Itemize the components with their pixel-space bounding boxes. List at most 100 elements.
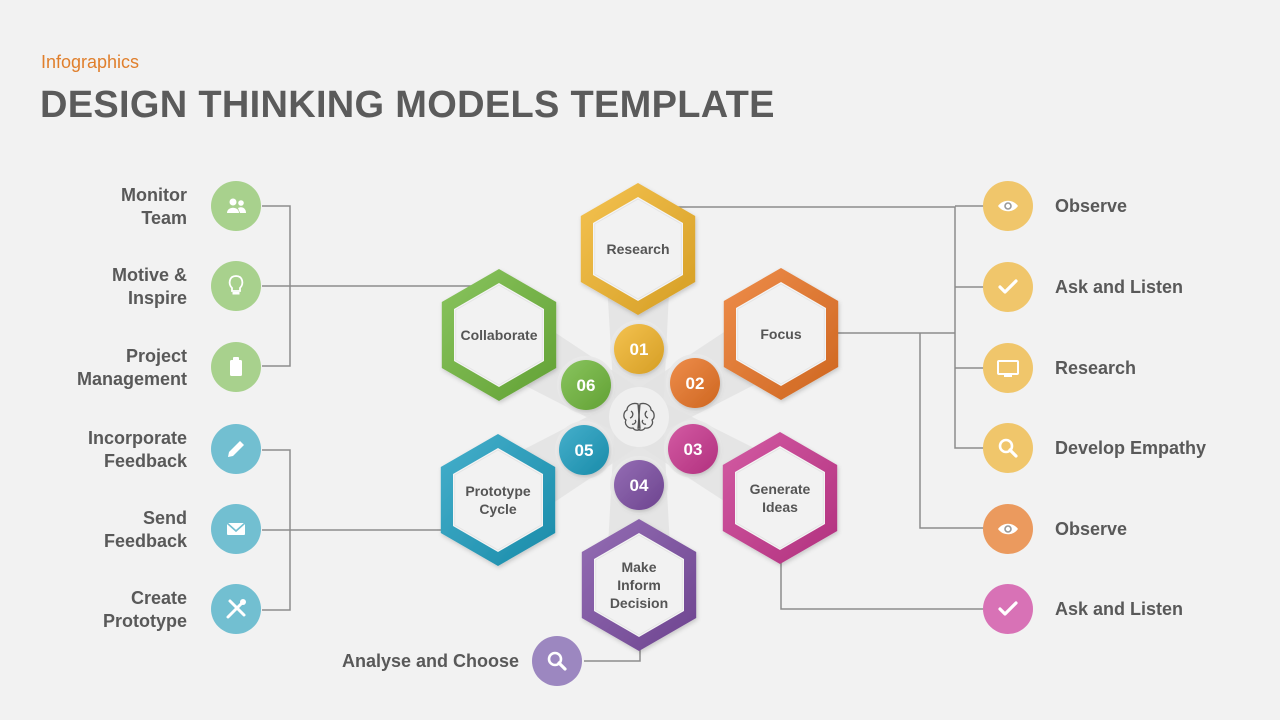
eye-icon: [998, 523, 1018, 535]
stage-label-line: Generate: [750, 481, 811, 497]
stage-number-badge-generate: 03: [664, 420, 722, 478]
left-item-label-line: Project: [126, 346, 187, 366]
connector-line: [780, 560, 985, 610]
left-item: Motive & Inspire: [112, 261, 261, 311]
right-item-label: Observe: [1055, 196, 1127, 216]
stage-number: 01: [630, 340, 649, 359]
left-item-label-line: Feedback: [104, 451, 188, 471]
search-icon: [998, 438, 1018, 458]
lightbulb-icon: [228, 275, 244, 295]
left-item-label-line: Feedback: [104, 531, 188, 551]
stage-number: 03: [684, 440, 703, 459]
stage-label-research: Research: [606, 241, 669, 257]
kicker-label: Infographics: [41, 52, 140, 72]
search-icon: [547, 651, 567, 671]
connector-line: [919, 333, 985, 529]
right-item: Ask and Listen: [983, 262, 1183, 312]
left-item-circle: [211, 261, 261, 311]
stage-number-badge-decide: 04: [610, 456, 668, 514]
stage-number-badge-prototype: 05: [555, 421, 613, 479]
check-icon: [998, 601, 1018, 616]
connector-line: [584, 645, 641, 662]
left-item-label-line: Incorporate: [88, 428, 187, 448]
left-item-label-line: Create: [131, 588, 187, 608]
stage-hexagon-focus: Focus: [723, 268, 839, 400]
right-item: Observe: [983, 181, 1127, 231]
left-item-label-line: Prototype: [103, 611, 187, 631]
stage-label-focus: Focus: [760, 326, 801, 342]
stage-label-line: Decision: [610, 595, 668, 611]
right-item-circle: [983, 423, 1033, 473]
check-icon: [998, 279, 1018, 294]
right-item: Research: [983, 343, 1136, 393]
left-item-circle: [211, 181, 261, 231]
bottom-item: Analyse and Choose: [342, 636, 582, 686]
left-item-label: Motive & Inspire: [112, 265, 187, 308]
right-item-label: Ask and Listen: [1055, 599, 1183, 619]
right-item-label: Develop Empathy: [1055, 438, 1206, 458]
users-icon: [227, 198, 246, 213]
stage-number-badge-focus: 02: [666, 354, 724, 412]
right-item-label: Ask and Listen: [1055, 277, 1183, 297]
stage-label-line: Prototype: [465, 483, 531, 499]
monitor-icon: [997, 360, 1019, 377]
eye-icon: [998, 200, 1018, 212]
right-item: Observe: [983, 504, 1127, 554]
stage-number: 04: [630, 476, 649, 495]
left-item-label-line: Send: [143, 508, 187, 528]
stage-label-line: Focus: [760, 326, 801, 342]
envelope-icon: [226, 522, 246, 535]
brain-icon: [623, 402, 655, 431]
left-item-label-line: Team: [141, 208, 187, 228]
stage-label-line: Inform: [617, 577, 661, 593]
right-item: Develop Empathy: [983, 423, 1206, 473]
right-item-circle: [983, 343, 1033, 393]
stage-label-line: Collaborate: [460, 327, 537, 343]
left-item-label-line: Motive &: [112, 265, 187, 285]
right-item-label: Observe: [1055, 519, 1127, 539]
stage-label-collaborate: Collaborate: [460, 327, 537, 343]
stage-label-line: Cycle: [479, 501, 517, 517]
stage-hexagon-research: Research: [580, 183, 696, 315]
left-item-label-line: Management: [77, 369, 187, 389]
left-item-label-line: Inspire: [128, 288, 187, 308]
right-item-label: Research: [1055, 358, 1136, 378]
tools-icon: [226, 599, 246, 619]
stage-hexagon-collaborate: Collaborate: [441, 269, 557, 401]
stage-number-badge-collaborate: 06: [557, 356, 615, 414]
stage-label-line: Make: [621, 559, 656, 575]
pencil-icon: [228, 441, 244, 457]
right-item: Ask and Listen: [983, 584, 1183, 634]
stage-number: 05: [575, 441, 594, 460]
bottom-item-circle: [532, 636, 582, 686]
stage-label-line: Research: [606, 241, 669, 257]
stage-label-line: Ideas: [762, 499, 798, 515]
stage-number-badge-research: 01: [610, 320, 668, 378]
clipboard-icon: [230, 357, 242, 376]
bottom-item-label: Analyse and Choose: [342, 651, 519, 671]
stage-number: 02: [686, 374, 705, 393]
left-item-label-line: Monitor: [121, 185, 187, 205]
connector-lines: [262, 205, 985, 662]
page-title: DESIGN THINKING MODELS TEMPLATE: [40, 84, 775, 126]
stage-number: 06: [577, 376, 596, 395]
connector-line: [672, 206, 985, 449]
